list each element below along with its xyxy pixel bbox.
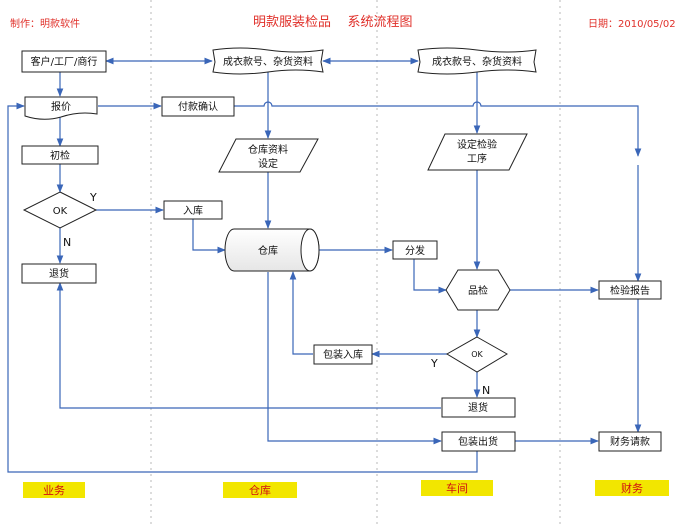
initial-check-box [21,145,99,165]
payment-confirm-label: 付款确认 [178,100,218,113]
lane-label-finance: 财务 [621,481,643,495]
initial-check-label: 初检 [50,149,70,162]
warehouse-storage-cap [300,228,320,272]
ok-decision-diamond [22,191,98,229]
page-title: 明款服装检品 系统流程图 [253,15,413,30]
yes-label: Y [89,191,97,204]
lane-label-bg-business [23,482,85,498]
return-goods-label: 退货 [49,267,69,280]
finance-request-box [598,431,662,452]
style-data-label: 成衣款号、杂货资料 [223,55,313,68]
yes-label-2: Y [430,357,438,370]
no-label: N [63,236,71,249]
return-goods-label-2: 退货 [468,401,488,414]
date-label: 日期：2010/05/02 [588,18,676,30]
distribute-box [392,240,438,260]
warehouse-label: 仓库 [258,244,278,257]
lane-labels: 业务 仓库 车间 财务 [23,480,669,498]
payment-confirm-box [161,96,235,117]
return-goods-box-2 [441,397,516,418]
return-goods-box [21,263,97,284]
ok-decision-diamond-2 [446,336,508,373]
ok-decision-label-2: OK [471,350,483,359]
lane-label-warehouse: 仓库 [249,483,271,497]
package-out-label: 包装出货 [458,435,498,448]
style-data-label-2: 成衣款号、杂货资料 [432,55,522,68]
warehouse-in-box [163,200,223,220]
distribute-label: 分发 [405,244,425,257]
inspect-report-box [598,280,662,300]
style-data-tape [212,47,324,75]
package-out-box [441,431,516,452]
lane-label-workshop: 车间 [446,481,468,495]
warehouse-in-label: 入库 [183,204,203,217]
lane-label-business: 业务 [43,484,65,497]
connectors [7,57,642,473]
lane-label-bg-workshop [421,480,493,496]
package-in-box [313,344,373,365]
inspect-setup-parallelogram [427,133,528,171]
no-label-2: N [482,384,490,397]
qc-hexagon [445,269,511,311]
warehouse-setup-label-1: 仓库资料 [248,143,288,156]
ok-decision-label: OK [53,206,68,217]
inspect-setup-label-1: 设定检验 [457,138,497,151]
inspect-setup-label-2: 工序 [467,152,487,165]
warehouse-setup-label-2: 设定 [258,157,278,170]
quote-document [24,96,98,120]
style-data-tape-2 [417,47,537,75]
customer-label: 客户/工厂/商行 [31,55,98,68]
qc-label: 品检 [468,284,488,297]
quote-label: 报价 [51,100,71,113]
package-in-label: 包装入库 [323,348,363,361]
lane-dividers [150,0,561,526]
lane-label-bg-warehouse [223,482,297,498]
author-label: 制作：明款软件 [10,17,80,30]
warehouse-setup-parallelogram [218,138,319,173]
inspect-report-label: 检验报告 [610,284,650,297]
finance-request-label: 财务请款 [610,435,650,448]
customer-box [21,50,107,73]
lane-label-bg-finance [595,480,669,496]
